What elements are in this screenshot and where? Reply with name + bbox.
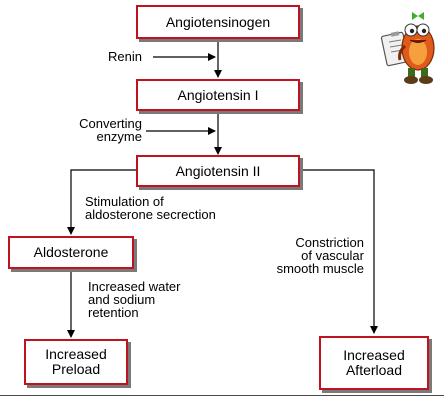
renin-label: Renin bbox=[108, 49, 142, 64]
cartoon-mascot-with-clipboard-icon bbox=[380, 12, 435, 84]
angiotensinogen-box: Angiotensinogen bbox=[136, 5, 300, 39]
angiotensin-i-box: Angiotensin I bbox=[136, 79, 300, 111]
arrow-angiotensin-ii-to-aldosterone bbox=[67, 169, 138, 235]
increased-afterload-box: Increased Afterload bbox=[319, 336, 429, 390]
aldosterone-secretion-label: Stimulation of aldosterone secrection bbox=[85, 194, 216, 222]
vascular-constriction-label: Constriction of vascular smooth muscle bbox=[276, 235, 364, 276]
angiotensin-ii-box: Angiotensin II bbox=[136, 155, 300, 187]
arrow-angiotensin-ii-to-afterload bbox=[299, 169, 378, 334]
converting-enzyme-label: Converting enzyme bbox=[79, 116, 142, 144]
increased-preload-box: Increased Preload bbox=[24, 339, 128, 385]
water-sodium-retention-label: Increased water and sodium retention bbox=[88, 279, 181, 320]
aldosterone-box: Aldosterone bbox=[8, 236, 134, 269]
bottom-divider bbox=[0, 395, 444, 396]
